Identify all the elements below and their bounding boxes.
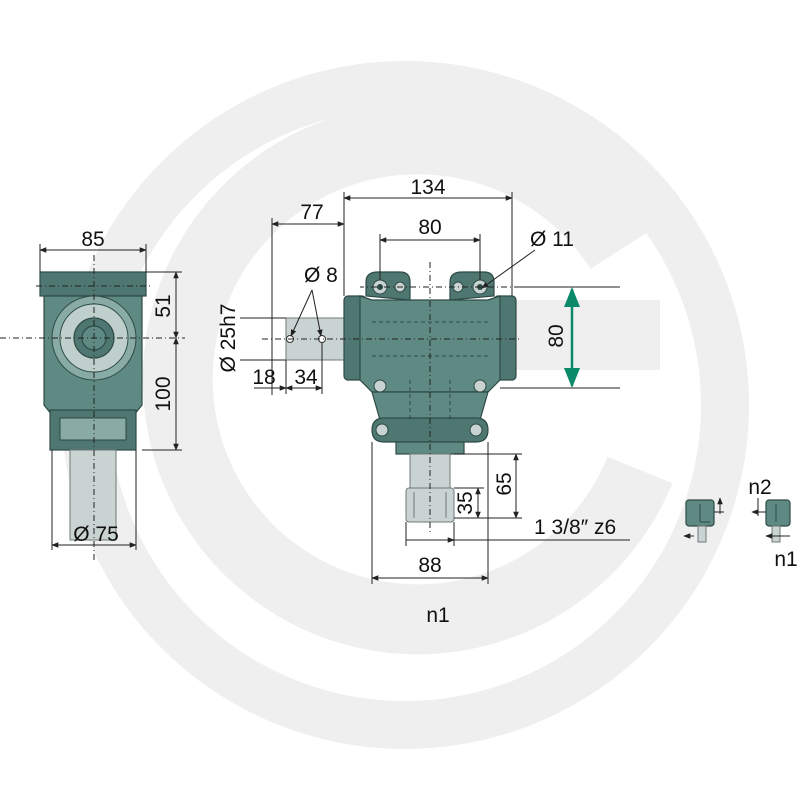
dim-length-80-top: 80 bbox=[418, 216, 441, 239]
dim-length-18: 18 bbox=[252, 366, 275, 389]
rotation-icon-right bbox=[751, 498, 791, 543]
dim-height-51: 51 bbox=[152, 294, 175, 317]
label-n1-small: n1 bbox=[774, 548, 797, 571]
dim-spline: 1 3/8″ z6 bbox=[534, 516, 616, 539]
dim-length-34: 34 bbox=[294, 366, 318, 389]
dim-height-65: 65 bbox=[493, 472, 516, 495]
label-n2-small: n2 bbox=[748, 476, 771, 499]
dim-length-77: 77 bbox=[300, 201, 323, 224]
rotation-icon-left bbox=[683, 497, 724, 543]
label-n1-main: n1 bbox=[426, 604, 449, 627]
dim-width-85: 85 bbox=[81, 228, 104, 251]
dim-length-88: 88 bbox=[418, 554, 441, 577]
dim-dia-11: Ø 11 bbox=[530, 228, 574, 251]
dim-height-80-right: 80 bbox=[545, 324, 568, 347]
side-view bbox=[0, 244, 185, 560]
front-dimensions bbox=[240, 192, 630, 584]
dim-shaft-25h7: Ø 25h7 bbox=[217, 304, 240, 373]
dim-height-35: 35 bbox=[454, 491, 477, 514]
dim-dia-8: Ø 8 bbox=[304, 264, 338, 287]
dim-dia-75: Ø 75 bbox=[73, 523, 119, 546]
dim-length-134: 134 bbox=[410, 176, 445, 199]
dim-height-100: 100 bbox=[152, 376, 175, 411]
front-view bbox=[262, 262, 520, 535]
